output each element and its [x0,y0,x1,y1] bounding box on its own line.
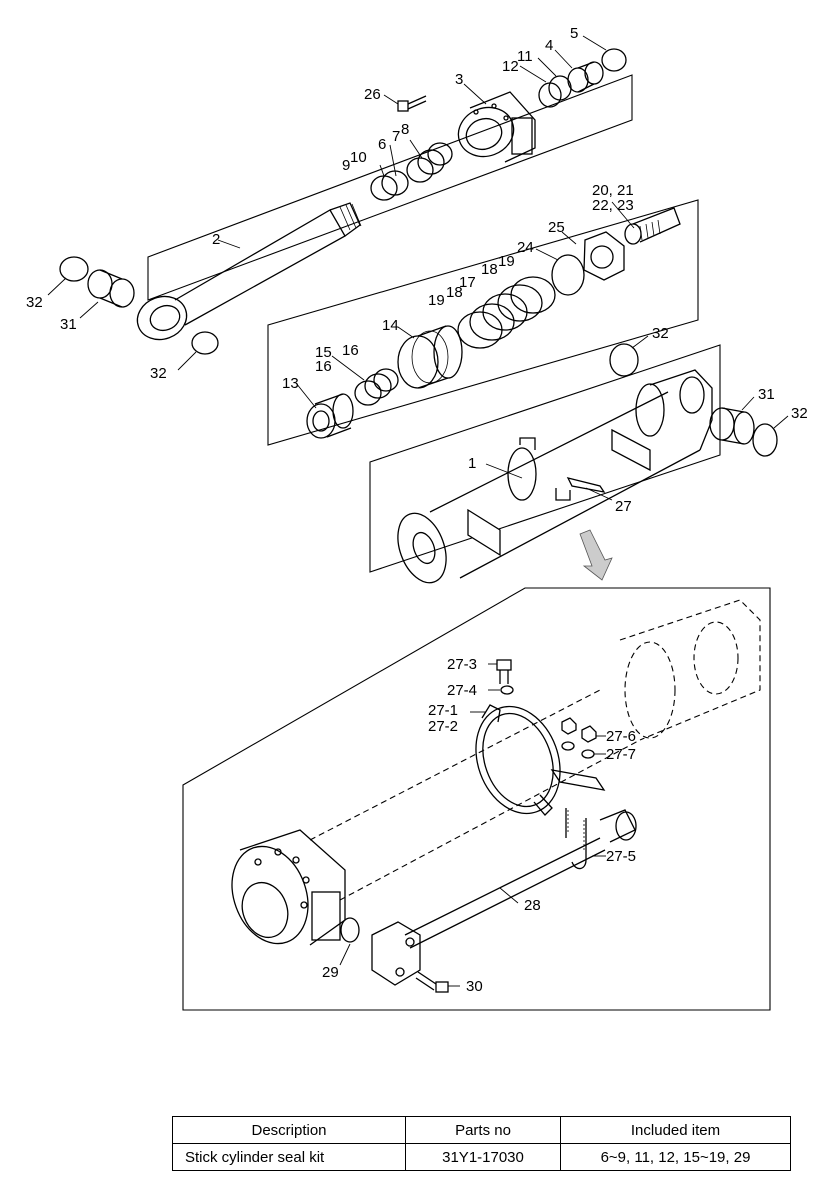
detail-bolt-27-3 [496,659,512,684]
callout-18b: 18 [481,261,498,278]
snap-ring-5 [601,48,627,72]
cushion-ring-13 [306,393,354,439]
cylinder-head [457,91,536,163]
callout-30: 30 [466,978,483,995]
header-description: Description [172,1116,406,1144]
header-included-item: Included item [560,1116,791,1144]
callout-31a: 31 [60,316,77,333]
callout-27-6: 27-6 [606,728,636,745]
callout-6: 6 [378,136,386,153]
callout-15: 15 [315,344,332,361]
cell-included-item: 6~9, 11, 12, 15~19, 29 [560,1143,791,1171]
callout-3: 3 [455,71,463,88]
detail-view-arrow [579,529,613,581]
callout-labels: 1 2 3 4 5 6 7 8 9 10 11 12 13 14 15 16 1… [26,25,808,995]
rod-group-panel [147,74,633,301]
callout-5: 5 [570,25,578,42]
piston-14 [397,325,463,389]
callout-18a: 18 [446,284,463,301]
callout-22-23: 22, 23 [592,197,634,214]
detail-flange-block [371,921,421,986]
callout-16a: 16 [342,342,359,359]
callout-14: 14 [382,317,399,334]
wear-ring-24 [551,254,585,296]
callout-27-4: 27-4 [447,682,477,699]
detail-nuts-27-6 [561,717,597,743]
piston-group-panel [267,199,699,446]
table-row: Stick cylinder seal kit 31Y1-17030 6~9, … [172,1143,791,1171]
detail-washers-27-7 [561,741,595,759]
callout-7: 7 [392,128,400,145]
detail-o-ring-29 [340,917,360,943]
cushion-plunger-20-23 [624,207,681,245]
callout-8: 8 [401,121,409,138]
callout-10: 10 [350,149,367,166]
detail-view-panel [182,587,771,1011]
detail-washer-27-4 [500,685,514,695]
callout-12: 12 [502,58,519,75]
callout-11: 11 [517,48,533,65]
tube-group-panel [369,344,721,573]
callout-27-2: 27-2 [428,718,458,735]
detail-cylinder [309,599,761,901]
dust-seal-32a [59,256,89,282]
callout-32c: 32 [652,325,669,342]
callout-27-1: 27-1 [428,702,458,719]
callout-2: 2 [212,231,220,248]
dust-seal-32c [609,343,639,377]
callout-19a: 19 [428,292,445,309]
dust-seal-32d [752,423,778,457]
socket-bolt-26 [397,95,427,112]
callout-1: 1 [468,455,476,472]
callout-32d: 32 [791,405,808,422]
callout-27-5: 27-5 [606,848,636,865]
callout-16b: 16 [315,358,332,375]
callout-25: 25 [548,219,565,236]
callout-4: 4 [545,37,553,54]
callout-9: 9 [342,157,350,174]
callout-20-21: 20, 21 [592,182,634,199]
leader-lines [47,35,789,987]
cell-parts-no: 31Y1-17030 [405,1143,561,1171]
callout-27-7: 27-7 [606,746,636,763]
seal-kit-table-header: Description Parts no Included item [172,1116,791,1144]
rod-bushing-31b [709,407,755,445]
callout-29: 29 [322,964,339,981]
detail-u-bolt-27-5 [565,808,587,870]
detail-clamp [475,704,606,816]
callout-27-3: 27-3 [447,656,477,673]
rod-bushing-31a [87,269,135,308]
detail-cylinder-head [231,829,346,946]
detail-pipe-28 [404,809,637,949]
lock-nut-25 [583,231,625,281]
callout-13: 13 [282,375,299,392]
callout-27: 27 [615,498,632,515]
piston-rod [136,202,362,341]
rod-bush-4 [567,61,604,93]
cylinder-tube-1 [397,369,713,584]
callout-32a: 32 [26,294,43,311]
callout-17: 17 [459,274,476,291]
callout-31b: 31 [758,386,775,403]
callout-24: 24 [517,239,534,256]
callout-32b: 32 [150,365,167,382]
piston-seals-15-16 [354,368,399,406]
callout-19b: 19 [498,253,515,270]
header-parts-no: Parts no [405,1116,561,1144]
callout-28: 28 [524,897,541,914]
piston-seals-17-19 [457,276,556,349]
cell-description: Stick cylinder seal kit [172,1143,406,1171]
pipe-clamp-27 [519,437,606,501]
callout-26: 26 [364,86,381,103]
seal-kit-table: Description Parts no Included item Stick… [172,1116,791,1171]
dust-seal-32b [191,331,219,355]
detail-bolt-30 [415,971,449,993]
